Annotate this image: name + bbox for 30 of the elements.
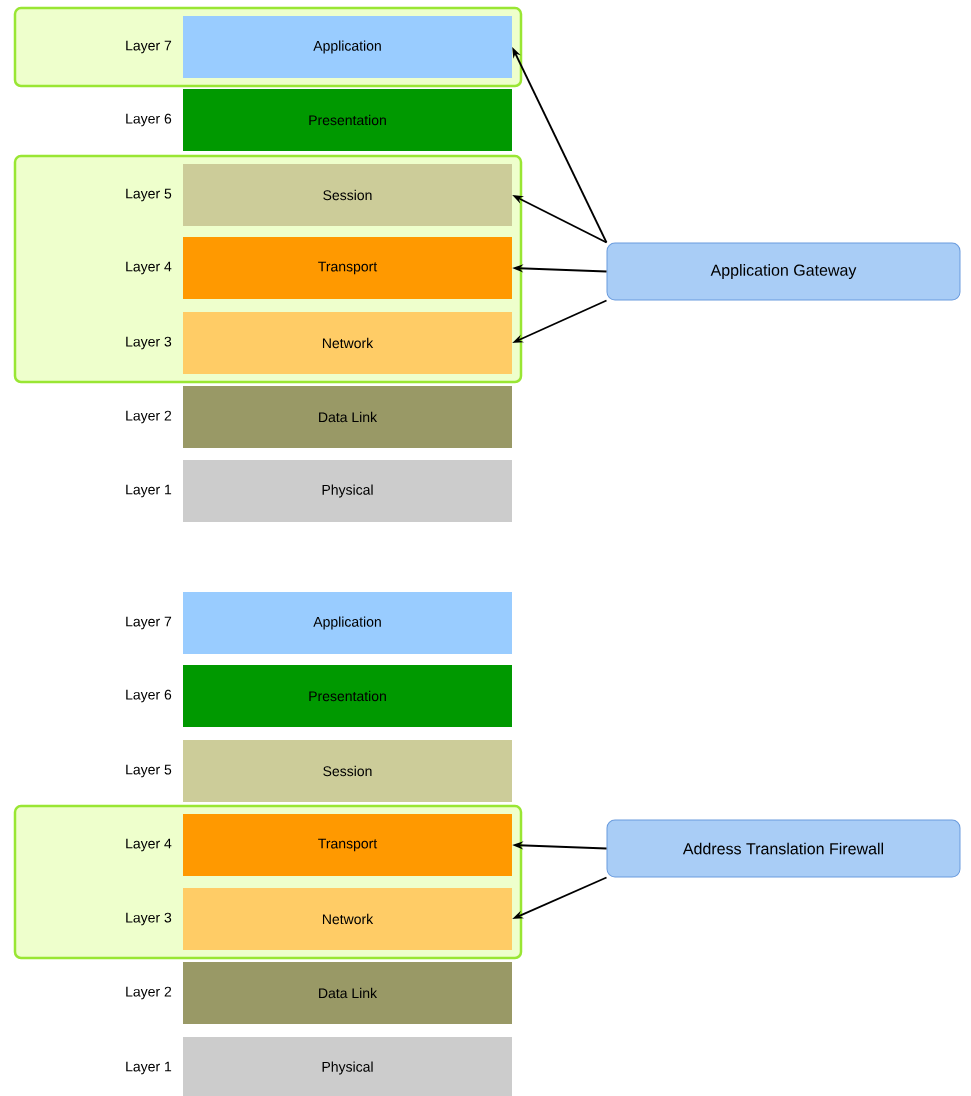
layer-label: Layer 7	[126, 40, 172, 54]
gateway-box: Address Translation Firewall	[606, 819, 961, 878]
layer-label: Layer 1	[126, 484, 172, 498]
layer-bar: Session	[183, 164, 512, 226]
layer-bar: Session	[183, 740, 512, 802]
layer-label: Layer 6	[126, 689, 172, 703]
layer-bar: Data Link	[183, 962, 512, 1024]
layer-label: Layer 4	[126, 261, 172, 275]
layer-bar: Presentation	[183, 665, 512, 727]
layer-label: Layer 2	[126, 986, 172, 1000]
layer-bar: Transport	[183, 814, 512, 876]
layer-bar: Data Link	[183, 386, 512, 448]
layer-bar: Network	[183, 888, 512, 950]
layer-label: Layer 4	[126, 838, 172, 852]
layer-bar: Application	[183, 16, 512, 78]
layer-label: Layer 5	[126, 764, 172, 778]
layer-label: Layer 1	[126, 1061, 172, 1075]
layer-bar: Physical	[183, 1037, 512, 1096]
layer-label: Layer 5	[126, 188, 172, 202]
layer-label: Layer 3	[126, 912, 172, 926]
layer-label: Layer 3	[126, 336, 172, 350]
layer-bar: Presentation	[183, 89, 512, 151]
layer-bar: Application	[183, 592, 512, 654]
gateway-box: Application Gateway	[606, 242, 961, 301]
layer-label: Layer 6	[126, 113, 172, 127]
layer-label: Layer 7	[126, 616, 172, 630]
layer-bar: Physical	[183, 460, 512, 522]
layer-bar: Transport	[183, 237, 512, 299]
layer-bar: Network	[183, 312, 512, 374]
layer-label: Layer 2	[126, 410, 172, 424]
